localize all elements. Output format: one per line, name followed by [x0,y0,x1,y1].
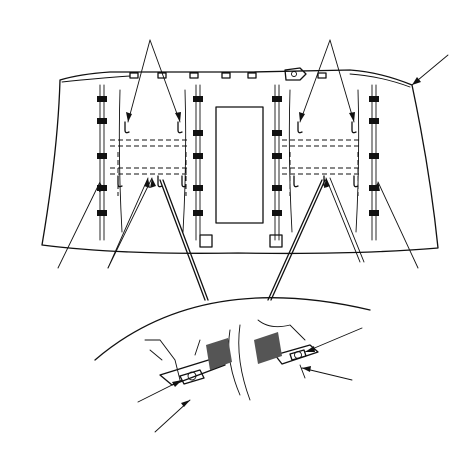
detail-leader-right-2 [301,367,353,381]
callout-leader-right-edge [411,54,449,86]
detail-leader-right-1 [304,327,363,353]
dashed-frame-lines [110,139,362,196]
callout-leaders-bottom-right [324,177,419,269]
center-panel [199,106,283,248]
detail-magnifier-lines [159,179,326,301]
clip-hooks [117,121,359,188]
seat-cushion-outline [41,69,439,255]
callout-leaders-top-right [299,39,355,123]
fabric-hatch [206,332,282,370]
callout-leaders-top-left [126,39,181,123]
top-edge-fasteners [129,67,327,81]
wire-frame [99,84,377,241]
detail-view [94,297,371,433]
callout-leaders-bottom-left [57,177,156,269]
hog-ring-clips [97,96,379,216]
